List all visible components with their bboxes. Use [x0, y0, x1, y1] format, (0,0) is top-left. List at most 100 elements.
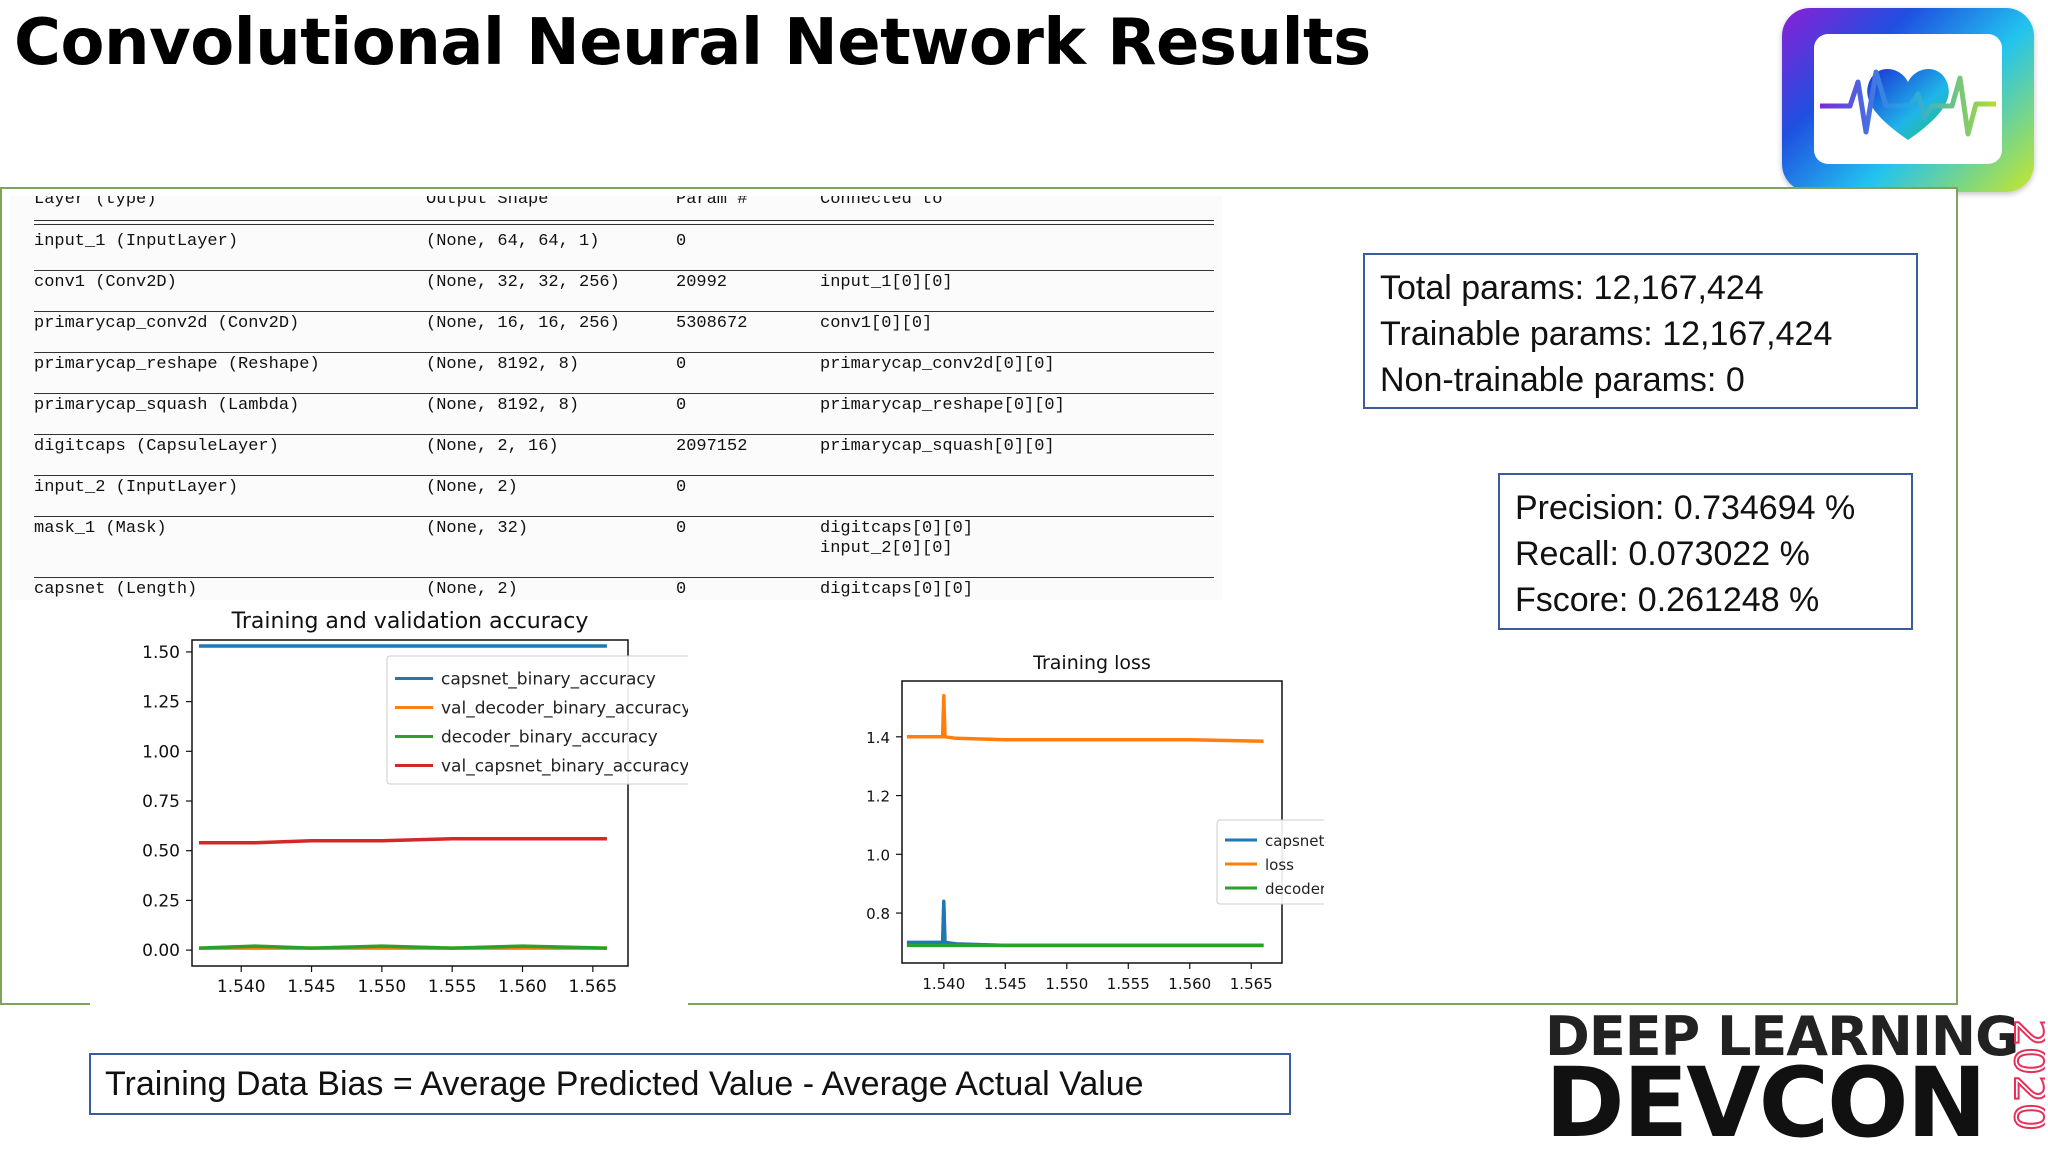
metrics-box: Precision: 0.734694 % Recall: 0.073022 %… — [1498, 473, 1913, 630]
cell-shape: (None, 2) — [426, 580, 518, 599]
y-tick-label: 1.25 — [142, 693, 180, 713]
cell-shape: (None, 16, 16, 256) — [426, 314, 620, 333]
legend-label: decoder_binary_accuracy — [441, 728, 658, 748]
row-divider — [34, 434, 1214, 435]
total-params: Total params: 12,167,424 — [1380, 269, 1764, 307]
cell-params: 0 — [676, 232, 687, 251]
x-tick-label: 1.550 — [358, 977, 407, 997]
cell-layer: capsnet (Length) — [34, 580, 198, 599]
y-tick-label: 1.0 — [866, 846, 890, 864]
header-layer: Layer (type) — [34, 196, 157, 209]
header-connected: Connected to — [820, 196, 943, 209]
y-tick-label: 1.00 — [142, 742, 180, 762]
cell-params: 0 — [676, 519, 687, 538]
x-tick-label: 1.545 — [984, 975, 1027, 993]
cell-connected: primarycap_conv2d[0][0] — [820, 355, 1055, 374]
heart-logo — [1782, 8, 2034, 192]
chart-title: Training loss — [1032, 652, 1151, 674]
y-tick-label: 0.8 — [866, 905, 890, 923]
row-divider — [34, 577, 1214, 578]
row-divider — [34, 516, 1214, 517]
cell-shape: (None, 2) — [426, 478, 518, 497]
table-row: conv1 (Conv2D) (None, 32, 32, 256) 20992… — [34, 273, 1214, 314]
cell-connected: primarycap_squash[0][0] — [820, 437, 1055, 456]
cell-layer: input_1 (InputLayer) — [34, 232, 239, 251]
series-line-decoder_binary_accuracy — [198, 944, 607, 950]
x-tick-label: 1.565 — [1230, 975, 1273, 993]
double-divider — [34, 220, 1214, 225]
heartbeat-icon — [1820, 68, 1996, 140]
cell-params: 20992 — [676, 273, 728, 292]
cell-shape: (None, 32) — [426, 519, 529, 538]
x-tick-label: 1.560 — [1168, 975, 1211, 993]
x-tick-label: 1.540 — [922, 975, 965, 993]
cell-params: 0 — [676, 396, 687, 415]
cell-shape: (None, 32, 32, 256) — [426, 273, 620, 292]
loss-chart-svg: Training loss 0.8 1.0 1.2 1.4 1.540 1.545 1.550… — [866, 652, 1378, 993]
chart-title: Training and validation accuracy — [231, 609, 589, 634]
cell-layer: primarycap_reshape (Reshape) — [34, 355, 320, 374]
cell-connected: input_1[0][0] — [820, 273, 953, 292]
x-tick-label: 1.555 — [1107, 975, 1150, 993]
cell-layer: mask_1 (Mask) — [34, 519, 167, 538]
x-tick-label: 1.565 — [569, 977, 618, 997]
x-tick-label: 1.550 — [1045, 975, 1088, 993]
year-text: 2020 — [2004, 1019, 2045, 1131]
slide-title: Convolutional Neural Network Results — [14, 6, 1371, 80]
cell-shape: (None, 8192, 8) — [426, 355, 580, 374]
cell-connected-2: input_2[0][0] — [820, 539, 953, 558]
cell-connected: digitcaps[0][0] — [820, 580, 974, 599]
legend-label: capsnet_loss — [1265, 832, 1324, 851]
cell-layer: conv1 (Conv2D) — [34, 273, 177, 292]
model-summary-table: Layer (type) Output Shape Param # Connec… — [10, 196, 1222, 600]
cell-shape: (None, 64, 64, 1) — [426, 232, 600, 251]
y-tick-label: 0.25 — [142, 891, 180, 911]
table-row: mask_1 (Mask) (None, 32) 0 digitcaps[0][… — [34, 519, 1214, 579]
logo-inner-panel — [1814, 34, 2002, 164]
y-tick-label: 0.75 — [142, 792, 180, 812]
accuracy-chart-svg: Training and validation accuracy 0.00 0.25… — [142, 609, 724, 997]
y-tick-label: 1.4 — [866, 729, 890, 747]
legend-label: capsnet_binary_accuracy — [441, 670, 656, 690]
accuracy-chart: Training and validation accuracy 0.00 0.25… — [90, 600, 724, 1008]
y-tick-label: 0.00 — [142, 941, 180, 961]
cell-layer: primarycap_conv2d (Conv2D) — [34, 314, 300, 333]
cell-params: 0 — [676, 355, 687, 374]
cell-shape: (None, 8192, 8) — [426, 396, 580, 415]
non-trainable-params: Non-trainable params: 0 — [1380, 361, 1745, 399]
legend-label: val_decoder_binary_accuracy — [441, 699, 688, 719]
series-line-loss — [906, 693, 1264, 743]
table-row: primarycap_conv2d (Conv2D) (None, 16, 16… — [34, 314, 1214, 355]
year-label: 2020 — [2003, 1018, 2045, 1132]
table-row: input_2 (InputLayer) (None, 2) 0 — [34, 478, 1214, 519]
loss-chart: Training loss 0.8 1.0 1.2 1.4 1.540 1.545 1.550… — [792, 640, 1378, 1000]
table-row: capsnet (Length) (None, 2) 0 digitcaps[0… — [34, 580, 1214, 600]
cell-params: 0 — [676, 478, 687, 497]
cell-params: 5308672 — [676, 314, 748, 333]
row-divider — [34, 270, 1214, 271]
x-tick-label: 1.540 — [217, 977, 266, 997]
cell-params: 2097152 — [676, 437, 748, 456]
trainable-params: Trainable params: 12,167,424 — [1380, 315, 1833, 353]
x-tick-label: 1.545 — [287, 977, 336, 997]
header-param: Param # — [676, 196, 748, 209]
legend-label: loss — [1265, 856, 1294, 874]
cell-params: 0 — [676, 580, 687, 599]
devcon-text: DEVCON — [1545, 1047, 1987, 1159]
y-tick-label: 1.2 — [866, 788, 890, 806]
devcon-logo: DEEP LEARNING DEVCON 2020 — [1545, 1005, 2045, 1151]
cell-shape: (None, 2, 16) — [426, 437, 559, 456]
header-output-shape: Output Shape — [426, 196, 549, 209]
cell-layer: primarycap_squash (Lambda) — [34, 396, 300, 415]
precision-metric: Precision: 0.734694 % — [1515, 489, 1856, 527]
x-tick-label: 1.555 — [428, 977, 477, 997]
recall-metric: Recall: 0.073022 % — [1515, 535, 1810, 573]
cell-layer: input_2 (InputLayer) — [34, 478, 239, 497]
table-row: digitcaps (CapsuleLayer) (None, 2, 16) 2… — [34, 437, 1214, 478]
cell-connected: conv1[0][0] — [820, 314, 933, 333]
legend-label: decoder_loss — [1265, 880, 1324, 899]
row-divider — [34, 311, 1214, 312]
params-box: Total params: 12,167,424 Trainable param… — [1363, 253, 1918, 409]
table-header-row: Layer (type) Output Shape Param # Connec… — [34, 196, 1214, 231]
table-row: primarycap_reshape (Reshape) (None, 8192… — [34, 355, 1214, 396]
